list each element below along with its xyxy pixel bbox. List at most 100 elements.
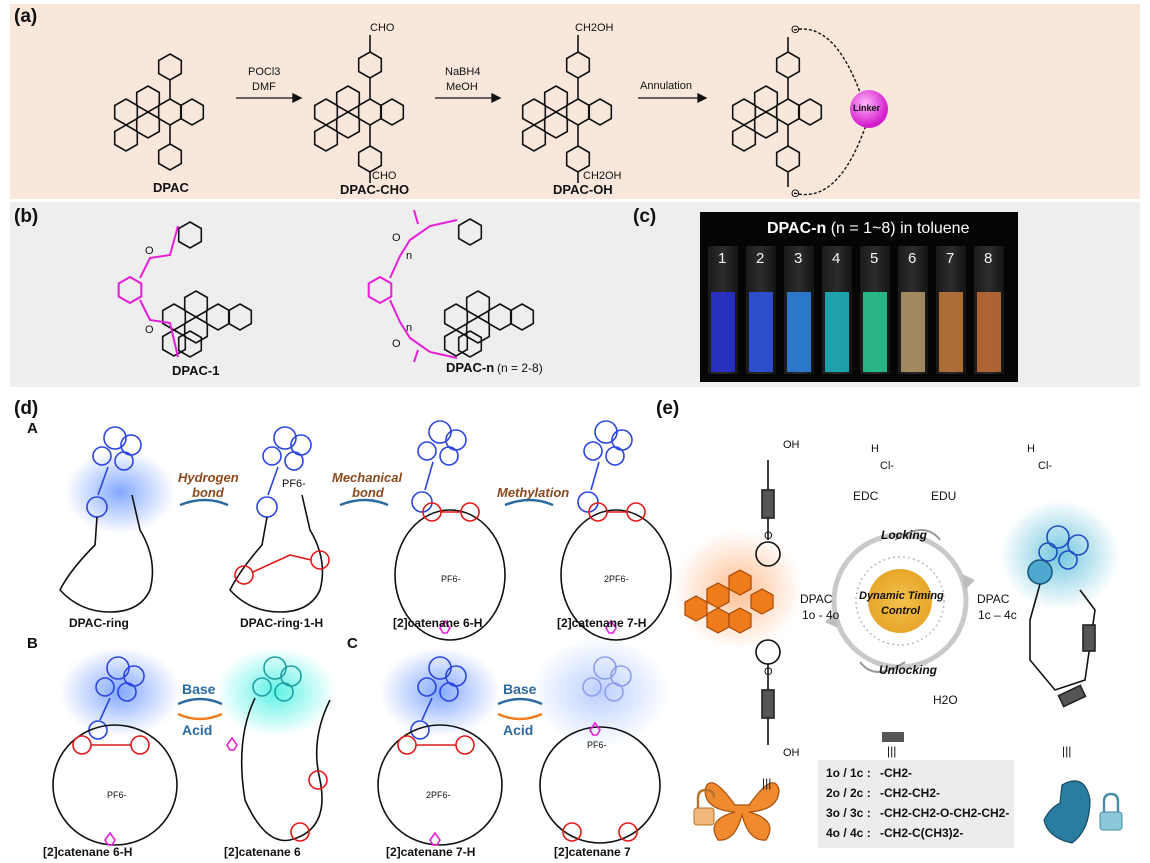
reagent-meoh: MeOH bbox=[446, 81, 478, 93]
linker-table-key: 3o / 3c : bbox=[826, 806, 871, 820]
base-label-c: Base bbox=[503, 681, 537, 697]
arrow-mech-l2: bond bbox=[352, 485, 384, 500]
right-dpac: DPAC bbox=[977, 592, 1010, 606]
panel-label-c: (c) bbox=[633, 206, 657, 227]
base-label-b: Base bbox=[182, 681, 216, 697]
linker-table-value: -CH2- bbox=[880, 766, 912, 780]
vial-number-7: 7 bbox=[946, 250, 955, 267]
label-dpac-ring-1h: DPAC-ring·1-H bbox=[240, 616, 324, 630]
compound-dpac: DPAC bbox=[153, 180, 189, 195]
panel-d-arrows bbox=[177, 498, 554, 706]
step-annulation: Annulation bbox=[640, 80, 692, 92]
edu-cl: Cl- bbox=[1038, 460, 1053, 472]
arrow-methylation: Methylation bbox=[497, 485, 570, 500]
rod-o-top: O bbox=[764, 530, 773, 542]
arrow-hbond-l2: bond bbox=[192, 485, 224, 500]
vial-liquid-5 bbox=[863, 292, 887, 372]
edc-cl: Cl- bbox=[880, 460, 895, 472]
edc-label: EDC bbox=[853, 489, 879, 503]
center-label-l1: Dynamic Timing bbox=[859, 590, 944, 602]
ether-o-bottom: O bbox=[145, 324, 154, 336]
dpac-1-molecule bbox=[117, 221, 252, 358]
dpac-n-molecule bbox=[367, 209, 534, 363]
section-b: B bbox=[27, 635, 38, 652]
vial-title-bold: DPAC-n bbox=[767, 220, 827, 237]
edu-h: H bbox=[1027, 443, 1035, 455]
label-catenane-7: [2]catenane 7 bbox=[554, 845, 631, 859]
pf6-6h-a: PF6- bbox=[441, 574, 461, 584]
dpac-oh-molecule bbox=[523, 35, 612, 183]
vial-number-8: 8 bbox=[984, 250, 993, 267]
linker-table-value: -CH2-CH2-O-CH2-CH2- bbox=[880, 806, 1010, 820]
vial-number-5: 5 bbox=[870, 250, 879, 267]
cooh-oh-bottom: OH bbox=[783, 747, 800, 759]
annulated-molecule bbox=[733, 28, 867, 196]
panel-d-molecules bbox=[52, 420, 672, 846]
h2o-label: H2O bbox=[933, 693, 958, 707]
n-subscript-top: n bbox=[406, 250, 413, 262]
pf6-7-c: PF6- bbox=[587, 740, 607, 750]
edu-label: EDU bbox=[931, 489, 957, 503]
linker-label: Linker bbox=[853, 103, 881, 113]
label-catenane-6h-b: [2]catenane 6-H bbox=[43, 845, 133, 859]
compound-dpac-oh: DPAC-OH bbox=[553, 182, 613, 197]
reaction-arrows-a bbox=[236, 92, 708, 104]
label-catenane-7h-a: [2]catenane 7-H bbox=[557, 616, 647, 630]
vial-liquid-3 bbox=[787, 292, 811, 372]
vial-liquid-8 bbox=[977, 292, 1001, 372]
n-subscript-bottom: n bbox=[406, 322, 413, 334]
dpac-cho-molecule bbox=[315, 35, 404, 183]
ester-o-bottom: O bbox=[392, 338, 401, 350]
center-label-l2: Control bbox=[881, 605, 921, 617]
pf6-6h-b: PF6- bbox=[107, 790, 127, 800]
acid-label-c: Acid bbox=[503, 722, 534, 738]
acid-arrows bbox=[177, 712, 543, 721]
pf6-ring-1h: PF6- bbox=[282, 478, 306, 490]
vial-number-2: 2 bbox=[756, 250, 765, 267]
linker-table-key: 4o / 4c : bbox=[826, 826, 871, 840]
group-ch2oh-top: CH2OH bbox=[575, 22, 614, 34]
rod-o-bottom: O bbox=[764, 666, 773, 678]
vial-liquid-2 bbox=[749, 292, 773, 372]
equiv-right: ||| bbox=[1062, 744, 1072, 758]
equiv-center: ||| bbox=[887, 744, 897, 758]
label-catenane-7h-c: [2]catenane 7-H bbox=[386, 845, 476, 859]
linker-table-key: 2o / 2c : bbox=[826, 786, 871, 800]
locking-label: Locking bbox=[881, 528, 928, 542]
linker-table-value: -CH2-C(CH3)2- bbox=[880, 826, 964, 840]
group-ch2oh-bottom: CH2OH bbox=[583, 170, 622, 182]
panel-label-b: (b) bbox=[14, 206, 39, 227]
vial-liquid-1 bbox=[711, 292, 735, 372]
vial-number-4: 4 bbox=[832, 250, 841, 267]
ester-o-top: O bbox=[392, 232, 401, 244]
group-o-top: O bbox=[791, 24, 800, 36]
linker-table-key: 1o / 1c : bbox=[826, 766, 871, 780]
unlocking-label: Unlocking bbox=[879, 663, 938, 677]
left-range: 1o - 4o bbox=[802, 608, 840, 622]
ether-o-top: O bbox=[145, 245, 154, 257]
compound-dpac-1: DPAC-1 bbox=[172, 363, 220, 378]
group-cho-top: CHO bbox=[370, 22, 395, 34]
section-a: A bbox=[27, 420, 38, 437]
reagent-nabh4: NaBH4 bbox=[445, 66, 481, 78]
panel-e-art bbox=[673, 460, 1123, 848]
dpac-n-range: (n = 2-8) bbox=[497, 361, 543, 375]
vial-liquid-7 bbox=[939, 292, 963, 372]
vial-number-3: 3 bbox=[794, 250, 803, 267]
label-dpac-ring: DPAC-ring bbox=[69, 616, 129, 630]
two-pf6-7h-a: 2PF6- bbox=[604, 574, 629, 584]
vial-liquid-4 bbox=[825, 292, 849, 372]
vial-title-rest: (n = 1~8) in toluene bbox=[830, 220, 970, 237]
compound-dpac-n: DPAC-n bbox=[446, 360, 495, 375]
label-catenane-6: [2]catenane 6 bbox=[224, 845, 301, 859]
panel-label-e: (e) bbox=[656, 398, 680, 419]
acid-label-b: Acid bbox=[182, 722, 213, 738]
equiv-left: ||| bbox=[762, 776, 772, 790]
vial-number-1: 1 bbox=[718, 250, 727, 267]
group-o-bottom: O bbox=[791, 188, 800, 200]
linker-ball bbox=[850, 90, 888, 128]
section-c: C bbox=[347, 635, 358, 652]
vial-photo-title: DPAC-n (n = 1~8) in toluene bbox=[767, 220, 969, 238]
panel-label-a: (a) bbox=[14, 6, 38, 27]
